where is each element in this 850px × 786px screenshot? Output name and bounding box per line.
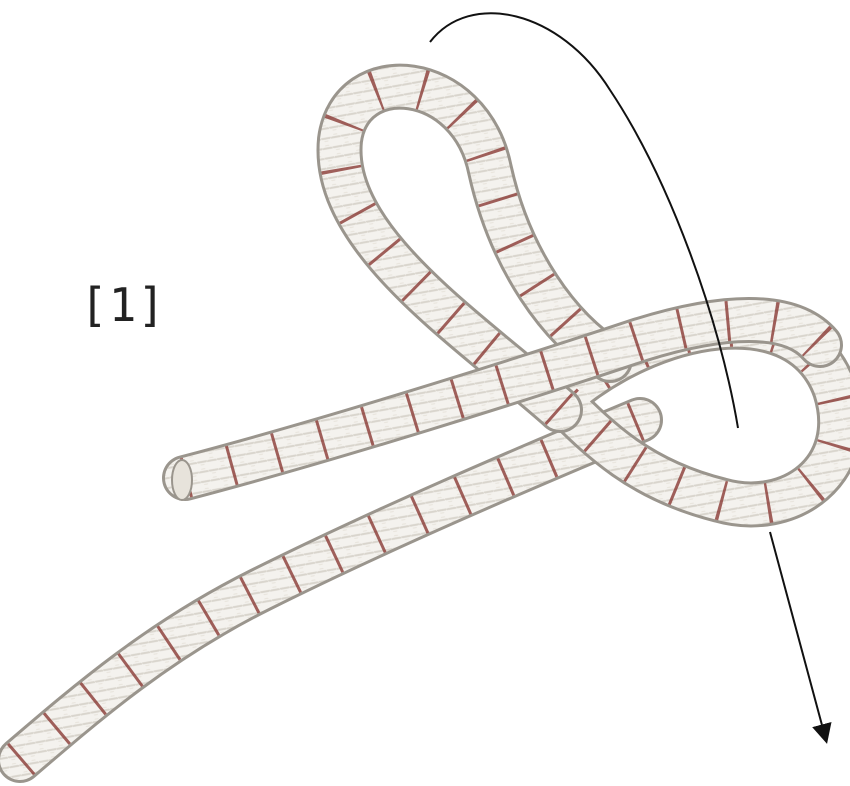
rope-standing-part	[20, 420, 640, 760]
rope-end-tip	[172, 460, 192, 500]
direction-arrow	[770, 532, 826, 740]
step-number-label: [1]	[80, 282, 166, 328]
